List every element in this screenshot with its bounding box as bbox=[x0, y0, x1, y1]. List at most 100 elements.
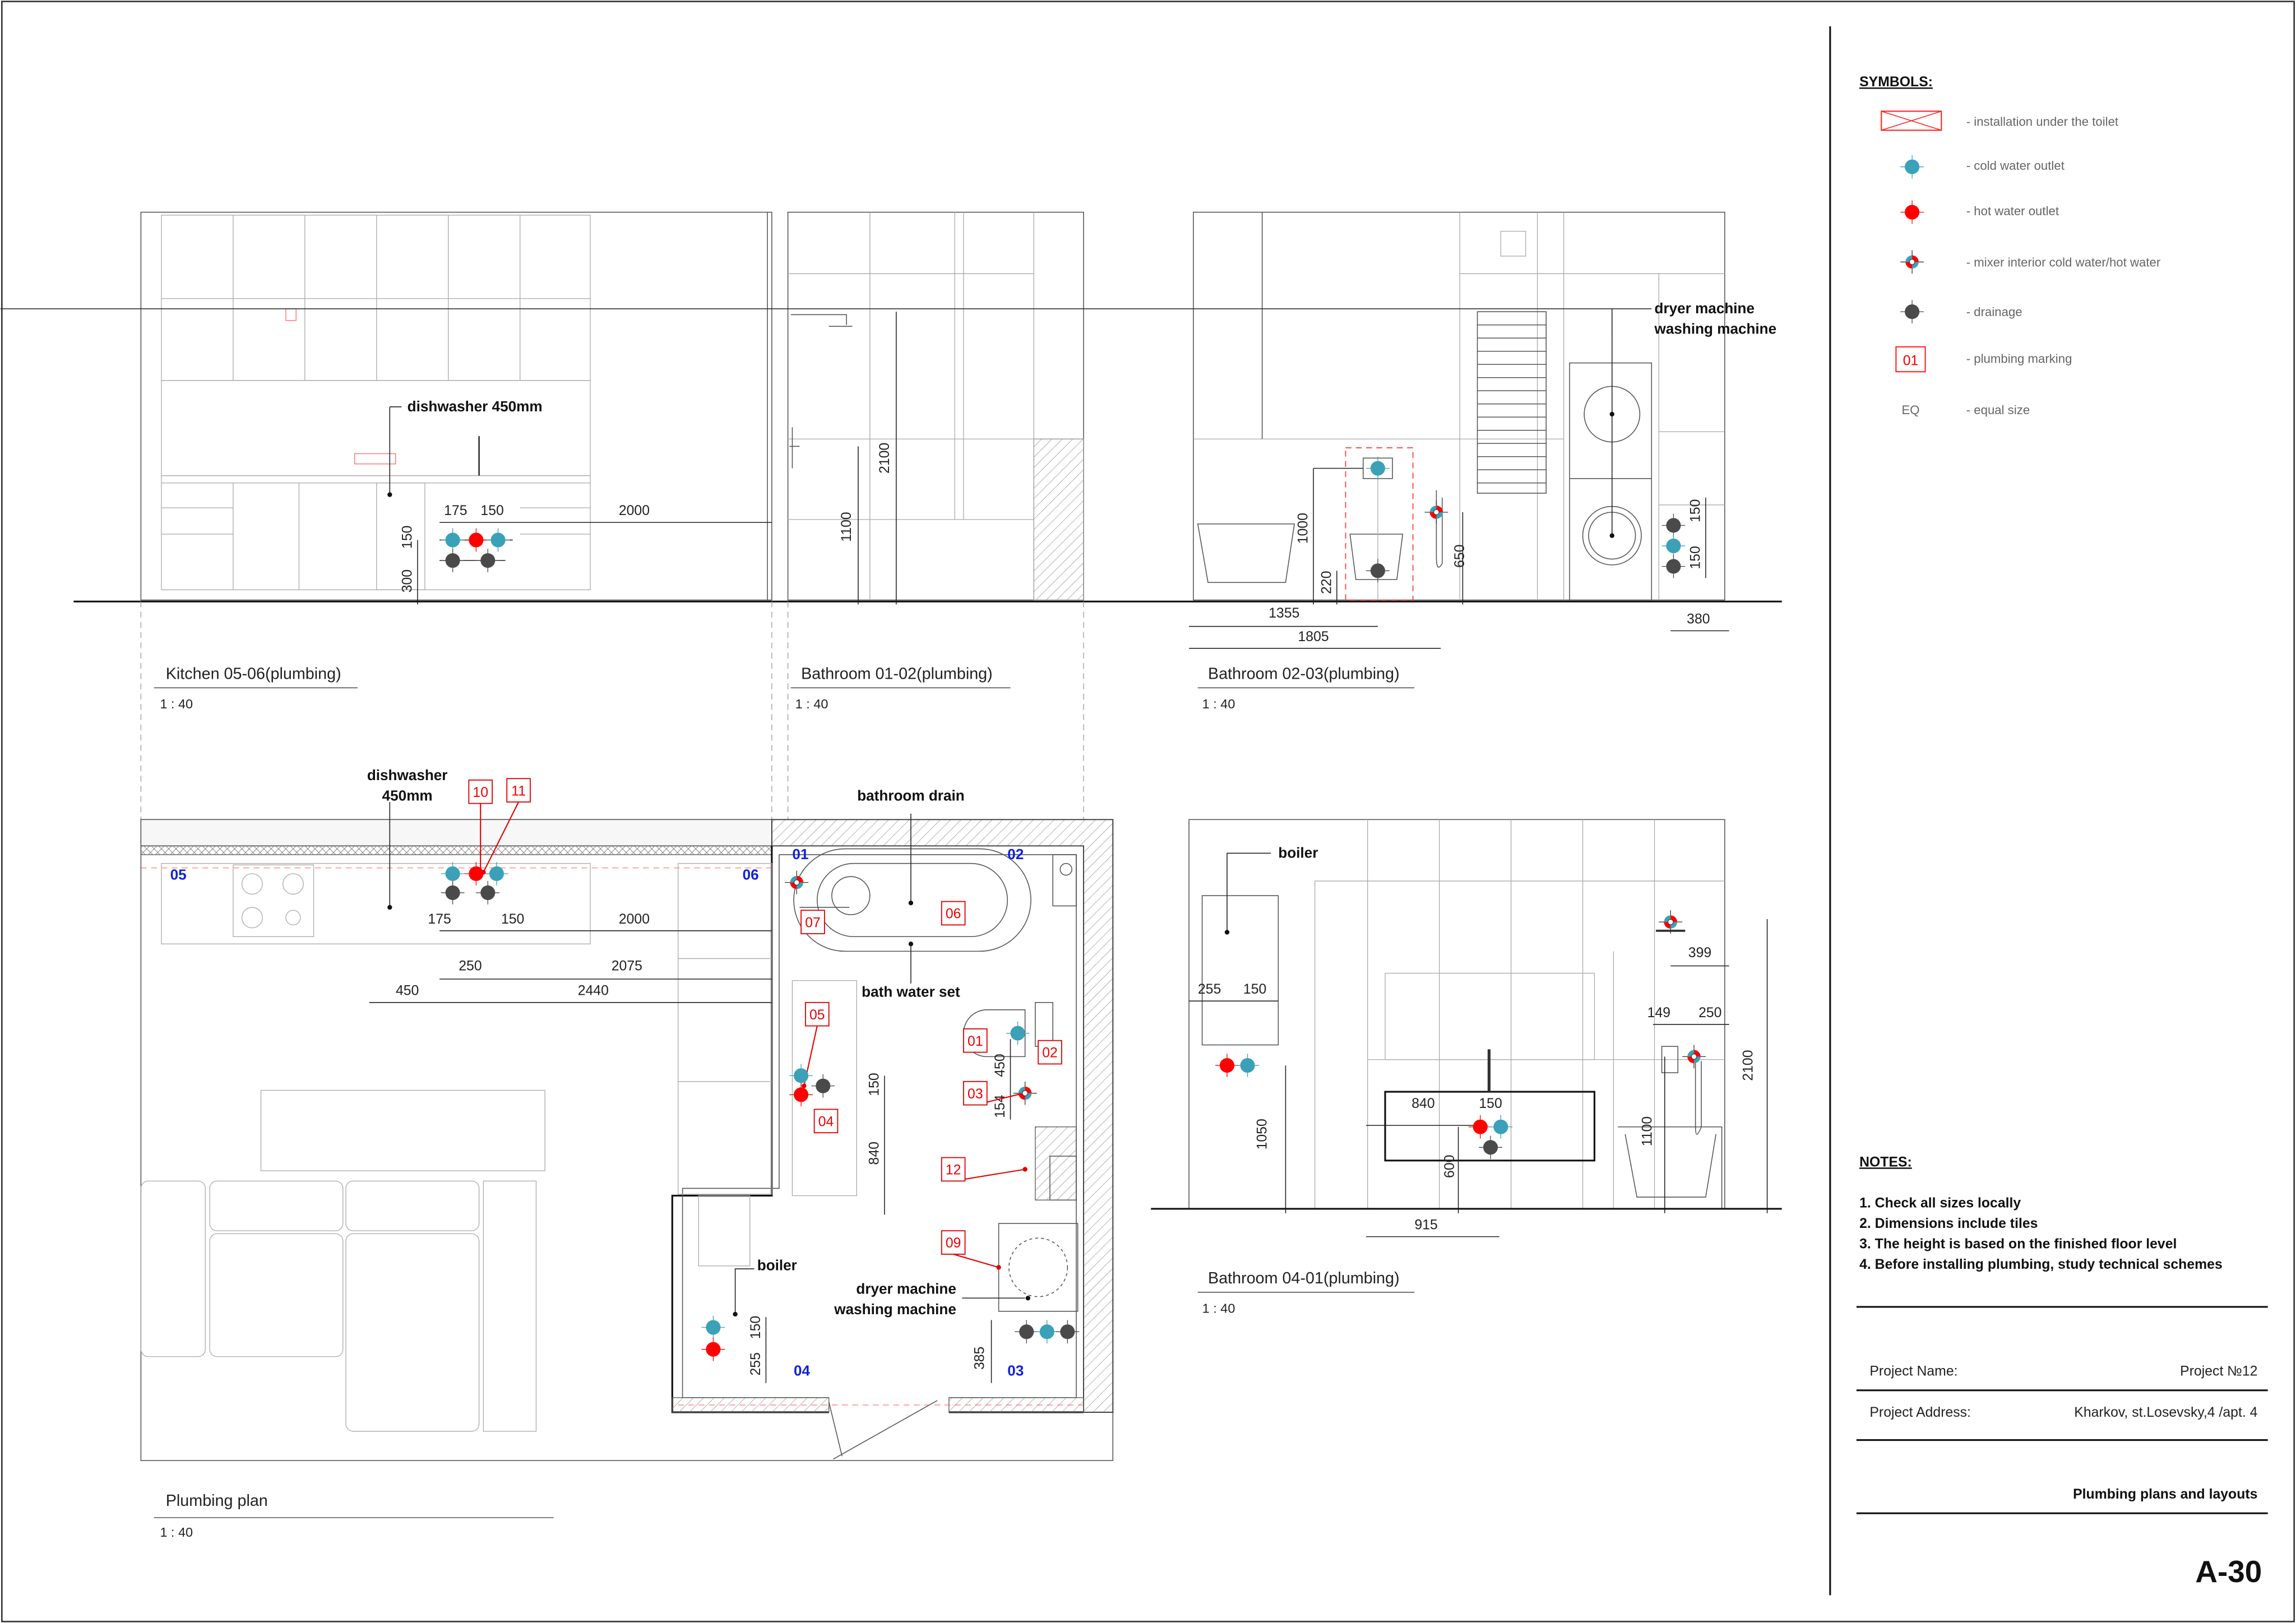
mixer-icon bbox=[1900, 250, 1924, 274]
dimension-label: 1805 bbox=[1298, 629, 1328, 644]
dimension-label: 385 bbox=[973, 1347, 988, 1370]
dimension-label: 150 bbox=[1688, 546, 1703, 569]
marker-label: 02 bbox=[1042, 1046, 1058, 1061]
symbols-legend: SYMBOLS: - installation under the toilet… bbox=[1859, 75, 2161, 417]
dishwasher-label: dishwasher bbox=[367, 767, 448, 783]
legend-label: - mixer interior cold water/hot water bbox=[1966, 255, 2161, 269]
dimension-label: 650 bbox=[1452, 545, 1468, 568]
hot-water-icon bbox=[1215, 1054, 1239, 1077]
cold-water-icon bbox=[1235, 1054, 1260, 1077]
drainage-icon bbox=[1479, 1135, 1502, 1160]
sheet-number: A-30 bbox=[2195, 1554, 2262, 1589]
dimension-label: 1100 bbox=[1640, 1116, 1655, 1146]
bathroom-04-01-elevation: boiler 255 150 1050 840 150 600 915 399 … bbox=[1188, 819, 1768, 1315]
cold-water-icon bbox=[701, 1315, 725, 1339]
marker-label: 12 bbox=[946, 1163, 961, 1178]
dryer-label: dryer machine bbox=[856, 1280, 956, 1297]
dimension-label: 2100 bbox=[877, 443, 892, 474]
drainage-icon bbox=[476, 881, 500, 905]
marker-label: 09 bbox=[946, 1236, 961, 1251]
marker-label: 07 bbox=[805, 915, 821, 930]
dimension-label: 1050 bbox=[1255, 1119, 1270, 1149]
cold-water-icon bbox=[1661, 534, 1686, 558]
drainage-icon bbox=[441, 549, 465, 573]
view-title: Plumbing plan bbox=[166, 1492, 268, 1510]
dimension-label: 2000 bbox=[619, 503, 650, 518]
marker-label: 04 bbox=[818, 1114, 834, 1129]
note-item: 3. The height is based on the finished f… bbox=[1859, 1236, 2177, 1251]
legend-title: SYMBOLS: bbox=[1859, 75, 1933, 90]
dimension-label: 915 bbox=[1414, 1218, 1437, 1233]
dishwasher-size-label: 450mm bbox=[382, 787, 433, 804]
note-item: 1. Check all sizes locally bbox=[1859, 1195, 2021, 1211]
project-name-label: Project Name: bbox=[1869, 1364, 1957, 1379]
legend-label: - equal size bbox=[1966, 403, 2030, 417]
dimension-label: 150 bbox=[400, 526, 415, 549]
marker-label: 01 bbox=[968, 1034, 983, 1049]
legend-label: - drainage bbox=[1966, 305, 2022, 319]
drainage-icon bbox=[1015, 1320, 1039, 1344]
dryer-label: dryer machine bbox=[1655, 300, 1755, 317]
kitchen-elevation: dishwasher 450mm 175 150 2000 150 300 Ki… bbox=[140, 211, 772, 711]
view-scale: 1 : 40 bbox=[1202, 1301, 1235, 1315]
dimension-label: 255 bbox=[748, 1352, 763, 1375]
dimension-label: 150 bbox=[501, 912, 524, 927]
drainage-icon bbox=[1056, 1320, 1080, 1344]
bath-water-set-label: bath water set bbox=[862, 983, 960, 1000]
marker-label: 03 bbox=[968, 1087, 983, 1102]
title-block: Project Name: Project №12 Project Addres… bbox=[1856, 1306, 2268, 1589]
notes-title: NOTES: bbox=[1859, 1154, 1912, 1170]
bathtub bbox=[793, 848, 1031, 952]
mixer-icon bbox=[1013, 1081, 1037, 1105]
cooktop bbox=[233, 864, 314, 937]
dimension-label: 255 bbox=[1198, 982, 1221, 997]
dimension-label: 150 bbox=[1688, 499, 1703, 522]
dimension-label: 2000 bbox=[619, 912, 650, 927]
washer-label: washing machine bbox=[1654, 320, 1777, 337]
towel-radiator bbox=[1476, 311, 1547, 494]
view-title: Bathroom 01-02(plumbing) bbox=[801, 665, 993, 683]
boiler-label: boiler bbox=[1278, 844, 1318, 861]
plumbing-marker: 12 bbox=[941, 1157, 1027, 1182]
dimension-label: 600 bbox=[1442, 1155, 1457, 1178]
dimension-label: 840 bbox=[1411, 1096, 1434, 1111]
project-name: Project №12 bbox=[2180, 1364, 2257, 1379]
room-point-label: 01 bbox=[792, 846, 808, 862]
marker-label: 06 bbox=[946, 907, 961, 922]
hot-water-icon bbox=[464, 528, 488, 552]
cold-water-icon bbox=[1035, 1320, 1059, 1344]
plumbing-marker: 05 bbox=[802, 1001, 830, 1088]
cold-water-icon bbox=[486, 528, 510, 552]
dimension-label: 300 bbox=[400, 569, 415, 592]
project-address: Kharkov, st.Losevsky,4 /apt. 4 bbox=[2074, 1405, 2257, 1420]
note-item: 4. Before installing plumbing, study tec… bbox=[1859, 1257, 2223, 1272]
dishwasher-label: dishwasher 450mm bbox=[408, 398, 543, 415]
plumbing-marker: 01 bbox=[963, 1028, 988, 1053]
view-scale: 1 : 40 bbox=[1202, 697, 1235, 711]
marker-label: 11 bbox=[511, 783, 526, 799]
view-scale: 1 : 40 bbox=[160, 1525, 193, 1539]
washer-dryer-stack bbox=[0, 308, 1652, 601]
hot-water-icon bbox=[464, 862, 488, 885]
drainage-icon bbox=[1661, 554, 1686, 578]
dimension-label: 2075 bbox=[612, 958, 642, 973]
dimension-label: 150 bbox=[867, 1073, 882, 1096]
view-scale: 1 : 40 bbox=[160, 697, 193, 711]
toilet-installation-box bbox=[1345, 447, 1414, 601]
project-address-label: Project Address: bbox=[1869, 1405, 1971, 1420]
installation-box-icon bbox=[1881, 110, 1942, 131]
dimension-label: 840 bbox=[867, 1142, 882, 1165]
dimension-label: 175 bbox=[428, 912, 451, 927]
mixer-icon bbox=[1682, 1045, 1706, 1069]
dimension-label: 1000 bbox=[1296, 513, 1311, 544]
dimension-label: 380 bbox=[1687, 611, 1710, 627]
sheet-title: Plumbing plans and layouts bbox=[2073, 1487, 2257, 1502]
svg-text:01: 01 bbox=[1903, 354, 1919, 369]
dimension-label: 1100 bbox=[839, 512, 854, 541]
view-title: Kitchen 05-06(plumbing) bbox=[166, 665, 341, 683]
eq-text: EQ bbox=[1901, 403, 1919, 417]
dimension-label: 154 bbox=[993, 1095, 1008, 1118]
marker-label: 05 bbox=[809, 1008, 825, 1023]
dimension-label: 399 bbox=[1688, 945, 1711, 961]
